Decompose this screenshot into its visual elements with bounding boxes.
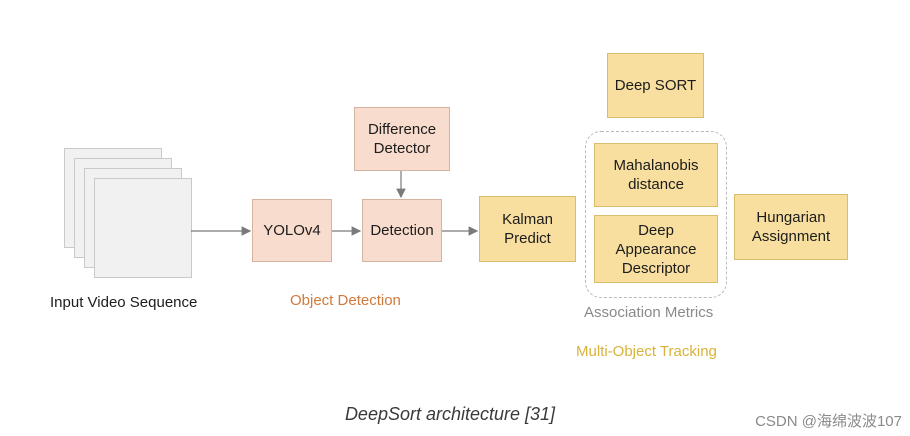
mahalanobis-box: Mahalanobis distance bbox=[594, 143, 718, 207]
video-frame bbox=[94, 178, 192, 278]
detection-box: Detection bbox=[362, 199, 442, 262]
deep-appearance-label: Deep Appearance Descriptor bbox=[615, 221, 697, 277]
flow-arrows bbox=[191, 171, 479, 236]
association-metrics-group bbox=[585, 131, 727, 298]
difference-detector-box: Difference Detector bbox=[354, 107, 450, 171]
association-metrics-label: Association Metrics bbox=[584, 304, 714, 321]
yolov4-label: YOLOv4 bbox=[263, 222, 321, 239]
mahalanobis-label: Mahalanobis distance bbox=[613, 157, 699, 193]
deep-sort-box: Deep SORT bbox=[607, 53, 704, 118]
hungarian-assignment-label: Hungarian Assignment bbox=[751, 209, 831, 245]
multi-object-tracking-label: Multi-Object Tracking bbox=[576, 343, 717, 360]
hungarian-assignment-box: Hungarian Assignment bbox=[734, 194, 848, 260]
input-video-label: Input Video Sequence bbox=[50, 294, 198, 311]
architecture-diagram: Input Video Sequence YOLOv4 Difference D… bbox=[50, 53, 848, 360]
kalman-predict-box: Kalman Predict bbox=[479, 196, 576, 262]
detection-label: Detection bbox=[370, 222, 434, 239]
yolov4-box: YOLOv4 bbox=[252, 199, 332, 262]
watermark: CSDN @海绵波波107 bbox=[755, 413, 902, 430]
deep-appearance-box: Deep Appearance Descriptor bbox=[594, 215, 718, 283]
object-detection-label: Object Detection bbox=[290, 292, 401, 309]
kalman-predict-label: Kalman Predict bbox=[502, 211, 553, 247]
figure-caption: DeepSort architecture [31] bbox=[344, 404, 556, 424]
deep-sort-label: Deep SORT bbox=[614, 77, 697, 94]
difference-detector-label: Difference Detector bbox=[367, 121, 437, 157]
